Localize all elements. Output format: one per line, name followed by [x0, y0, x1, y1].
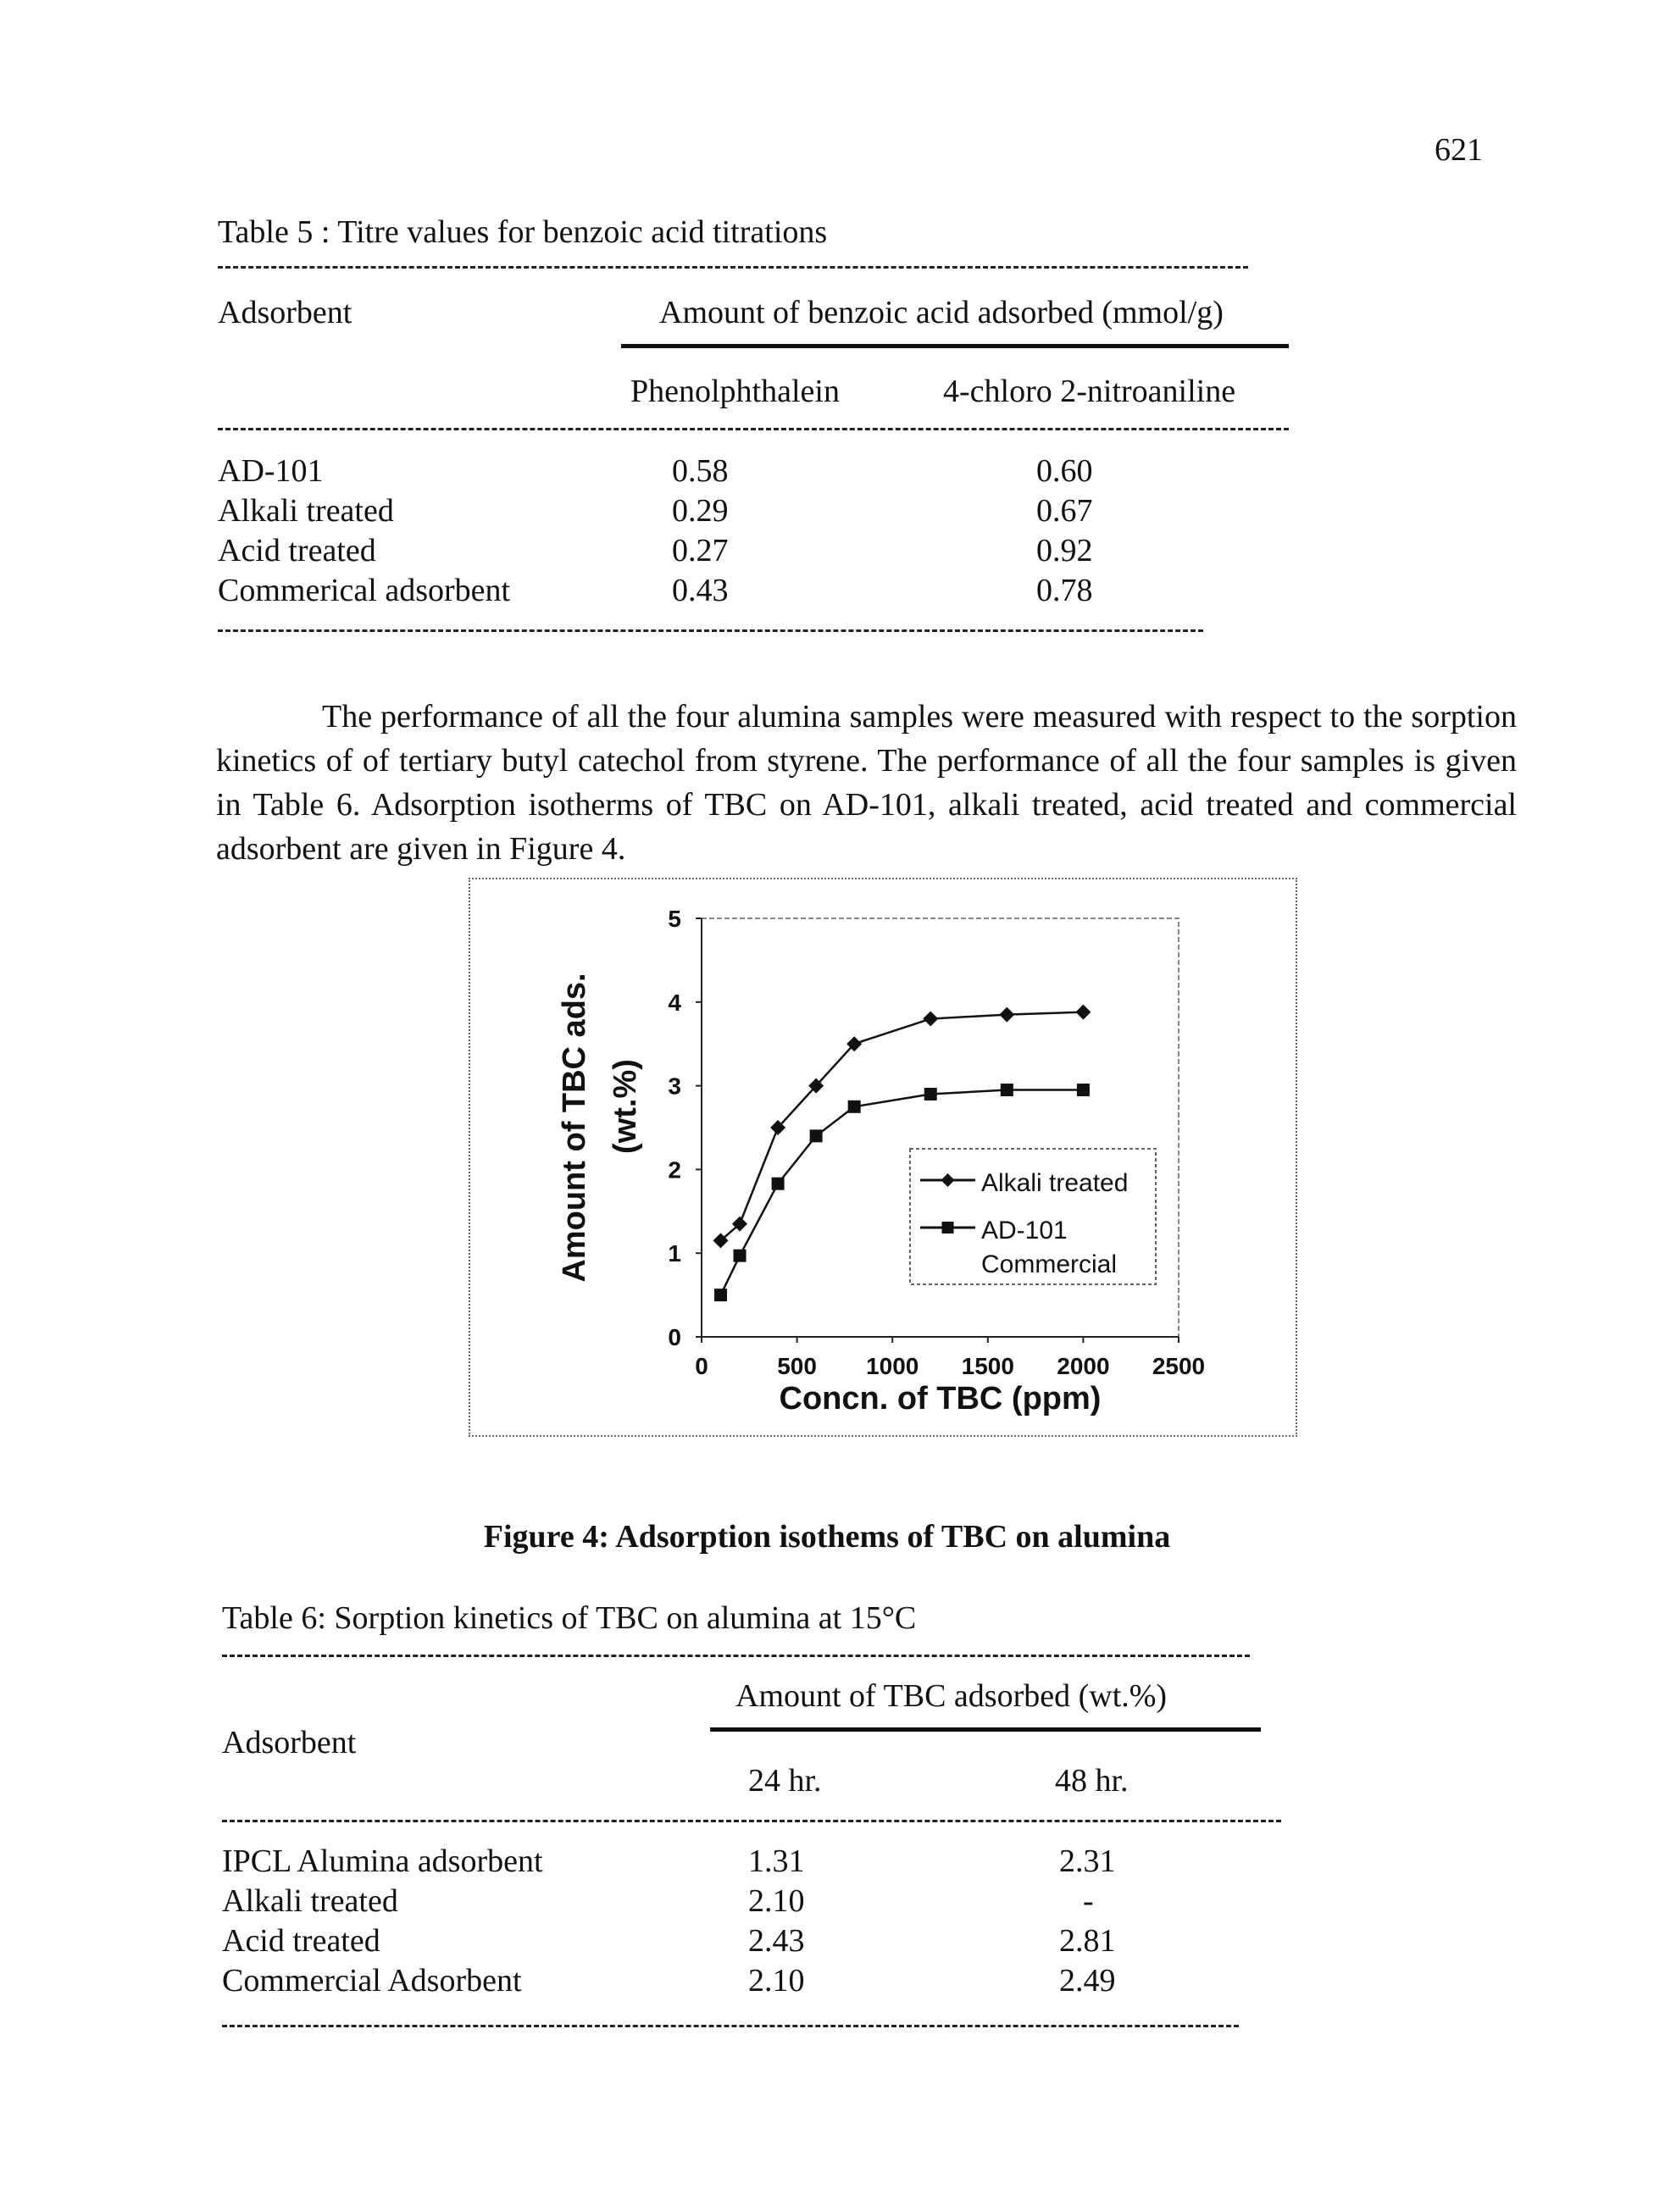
table6-row-v2: 2.31 — [1059, 1843, 1116, 1879]
legend-label-alkali: Alkali treated — [981, 1169, 1128, 1197]
data-point-ad-101 — [771, 1177, 785, 1190]
table5-col2-header: 4-chloro 2-nitroaniline — [943, 374, 1236, 409]
table5-row-v2: 0.60 — [1036, 453, 1093, 489]
table6-group-rule — [710, 1727, 1261, 1732]
table5-row-v1: 0.43 — [672, 573, 729, 608]
y-tick-label: 2 — [668, 1156, 681, 1183]
table5-row-name: Commerical adsorbent — [218, 573, 511, 608]
legend-square-marker — [941, 1222, 954, 1234]
y-tick-label: 4 — [668, 990, 681, 1016]
data-point-ad-101 — [1000, 1084, 1013, 1097]
table5-row-v1: 0.58 — [672, 453, 729, 489]
table5-row-v2: 0.67 — [1036, 493, 1093, 529]
y-tick-label: 0 — [668, 1324, 681, 1350]
legend-label-commercial: Commercial — [981, 1250, 1117, 1278]
table6-row-v1: 1.31 — [748, 1843, 805, 1879]
series-line-ad-101 — [719, 1089, 1084, 1296]
data-point-ad-101 — [924, 1087, 937, 1100]
table5-top-rule — [218, 266, 1248, 269]
body-paragraph: The performance of all the four alumina … — [216, 695, 1517, 871]
table5-row-v2: 0.78 — [1036, 573, 1093, 608]
data-point-ad-101 — [733, 1249, 747, 1262]
data-point-ad-101 — [847, 1100, 861, 1113]
y-tick-label: 1 — [668, 1240, 681, 1267]
table5-caption: Table 5 : Titre values for benzoic acid … — [218, 214, 828, 250]
data-point-alkali-treated — [923, 1011, 939, 1027]
data-point-ad-101 — [714, 1289, 728, 1302]
table5-col1-header: Phenolphthalein — [630, 374, 840, 409]
table5-header-adsorbent: Adsorbent — [218, 295, 352, 330]
x-tick-label: 2000 — [1057, 1353, 1109, 1379]
table5-row-v1: 0.27 — [672, 533, 729, 568]
x-axis-label: Concn. of TBC (ppm) — [780, 1381, 1102, 1416]
legend-label-ad101: AD-101 — [981, 1217, 1068, 1245]
table6-row-name: Alkali treated — [222, 1883, 398, 1919]
y-tick-label: 5 — [668, 906, 681, 932]
plot-area — [701, 918, 1179, 1338]
table6-row-name: Commercial Adsorbent — [222, 1963, 522, 1999]
data-point-alkali-treated — [770, 1120, 786, 1135]
legend-box — [909, 1148, 1157, 1285]
table6-top-rule — [222, 1655, 1250, 1657]
page-number: 621 — [1435, 132, 1483, 168]
chart-legend: Alkali treated AD-101 Commercial — [909, 1148, 1157, 1285]
table5-group-rule — [621, 344, 1289, 348]
data-point-ad-101 — [809, 1129, 823, 1143]
x-tick-label: 1500 — [962, 1353, 1014, 1379]
data-point-alkali-treated — [808, 1078, 824, 1094]
table6-row-name: IPCL Alumina adsorbent — [222, 1843, 543, 1879]
table5-row-name: AD-101 — [218, 453, 324, 489]
table6-row-v1: 2.10 — [748, 1963, 805, 1999]
table6-row-name: Acid treated — [222, 1923, 380, 1959]
adsorption-isotherm-chart: 0 500 1000 1500 2000 2500 0 1 2 3 4 5 Concn. of TBC… — [557, 906, 1205, 1416]
table5-row-v1: 0.29 — [672, 493, 729, 529]
chart-frame — [469, 878, 1297, 1437]
table6-header-adsorbent: Adsorbent — [222, 1725, 357, 1760]
table5-row-name: Acid treated — [218, 533, 376, 568]
paragraph-text: The performance of all the four alumina … — [216, 699, 1517, 867]
table6-col2-header: 48 hr. — [1055, 1763, 1129, 1799]
table5-bottom-rule — [218, 629, 1203, 632]
table6-row-v1: 2.10 — [748, 1883, 805, 1919]
table6-row-v1: 2.43 — [748, 1923, 805, 1959]
table6-col1-header: 24 hr. — [748, 1763, 822, 1799]
series-line-alkali-treated — [719, 1011, 1084, 1242]
series-group — [713, 1004, 1091, 1302]
axis-ticks: 0 500 1000 1500 2000 2500 0 1 2 3 4 5 — [668, 906, 1205, 1379]
table5-header-rule — [218, 428, 1289, 430]
data-point-alkali-treated — [846, 1036, 863, 1052]
table6-row-v2: 2.49 — [1059, 1963, 1116, 1999]
x-tick-label: 0 — [695, 1353, 708, 1379]
x-tick-label: 500 — [777, 1353, 817, 1379]
table5-row-v2: 0.92 — [1036, 533, 1093, 568]
table6-header-group: Amount of TBC adsorbed (wt.%) — [735, 1678, 1168, 1714]
data-point-alkali-treated — [713, 1233, 729, 1249]
table5-header-group: Amount of benzoic acid adsorbed (mmol/g) — [659, 295, 1224, 330]
table6-caption: Table 6: Sorption kinetics of TBC on alu… — [222, 1600, 917, 1636]
table6-header-rule — [222, 1820, 1281, 1822]
data-point-alkali-treated — [999, 1006, 1015, 1023]
x-tick-label: 1000 — [866, 1353, 919, 1379]
y-tick-label: 3 — [668, 1073, 681, 1100]
data-point-alkali-treated — [732, 1216, 748, 1232]
data-point-ad-101 — [1076, 1084, 1090, 1097]
legend-diamond-marker — [941, 1173, 955, 1187]
table5-row-name: Alkali treated — [218, 493, 394, 529]
table6-row-v2: - — [1083, 1883, 1094, 1919]
y-axis-label-line1: Amount of TBC ads. — [557, 973, 592, 1282]
table6-row-v2: 2.81 — [1059, 1923, 1116, 1959]
y-axis-label-line2: (wt.%) — [608, 1059, 643, 1154]
table6-bottom-rule — [222, 2025, 1239, 2027]
data-point-alkali-treated — [1075, 1004, 1091, 1020]
x-tick-label: 2500 — [1152, 1353, 1205, 1379]
figure-caption: Figure 4: Adsorption isothems of TBC on … — [483, 1519, 1171, 1555]
